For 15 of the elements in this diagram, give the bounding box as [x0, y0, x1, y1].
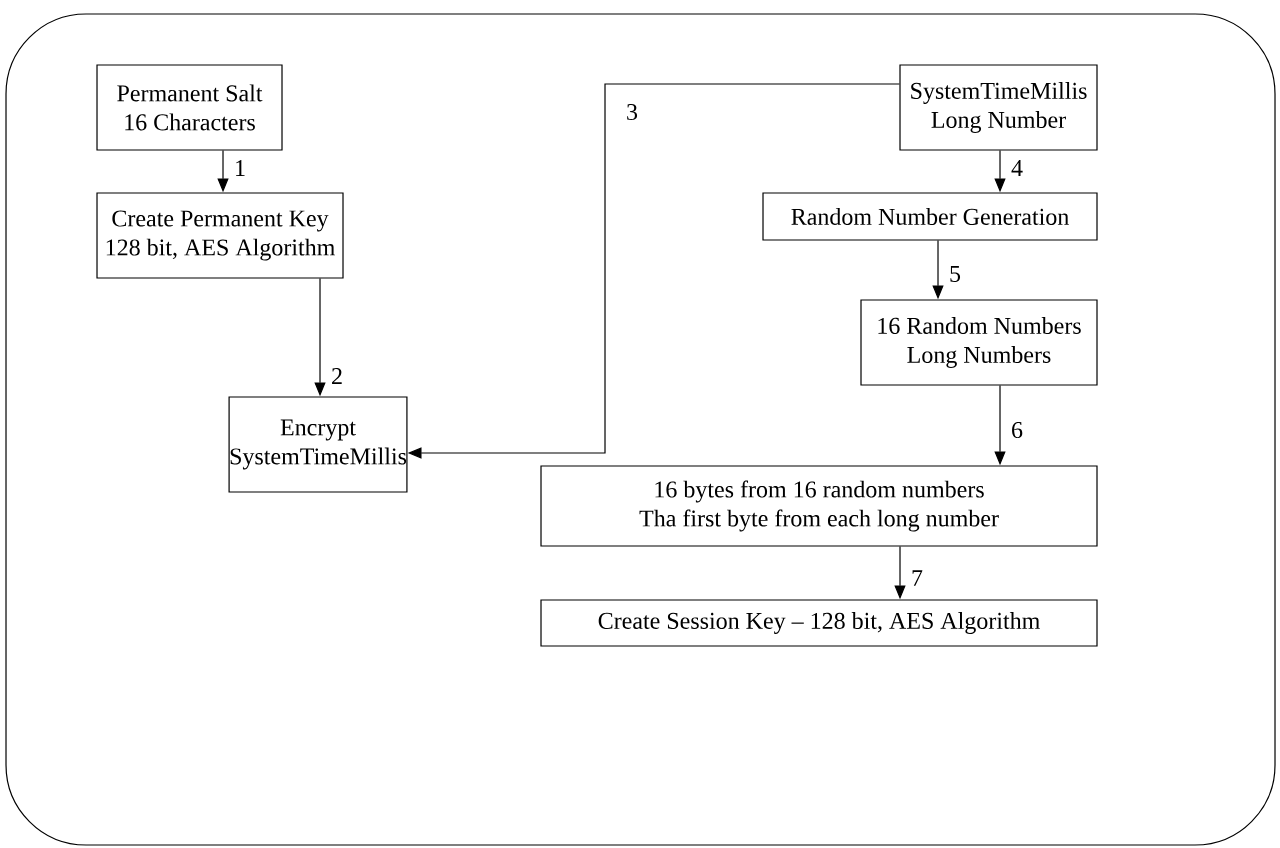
edge-label: 5: [950, 266, 961, 282]
edge-label: 1: [236, 160, 245, 176]
edge-label: 2: [332, 368, 342, 384]
edge-label: 6: [1012, 421, 1023, 439]
edge-label: 4: [1011, 160, 1023, 176]
process-box: Create Session Key – 128 bit, AES Algorithm: [540, 599, 1098, 647]
process-box: Random Number Generation: [762, 192, 1098, 241]
process-box: Create Permanent Key 128 bit, AES Algorithm: [96, 192, 344, 279]
process-box: 16 Random Numbers Long Numbers: [860, 299, 1098, 386]
edge-label: 3: [627, 103, 638, 121]
process-box: Permanent Salt 16 Characters: [96, 64, 283, 151]
process-box: SystemTimeMillis Long Number: [899, 64, 1098, 151]
process-box: 16 bytes from 16 random numbers Tha first byte from each long number: [540, 465, 1098, 547]
process-box: Encrypt SystemTimeMillis: [228, 396, 408, 493]
edge-label: 7: [912, 570, 923, 586]
